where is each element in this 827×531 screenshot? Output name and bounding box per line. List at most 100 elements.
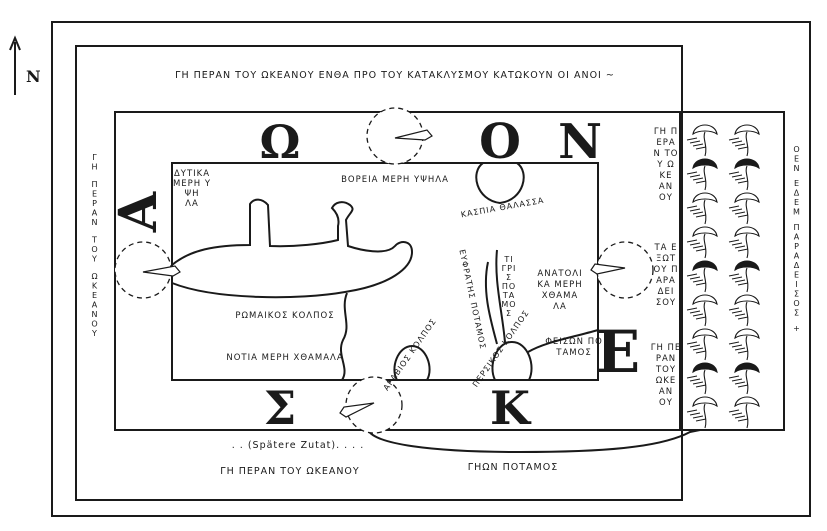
- tree-hatch: [689, 174, 701, 178]
- tree-hatch: [734, 381, 746, 385]
- paradise-band-char: Α: [794, 233, 800, 242]
- north-arrow-icon: [9, 35, 21, 95]
- paradise-band-char: Ο: [793, 299, 800, 308]
- left-band-char: Ν: [92, 310, 99, 319]
- tree-hatch: [689, 310, 701, 314]
- south-region-label: ΝΟΤΙΑ ΜΕΡΗ ΧΘΑΜΑΛΑ: [226, 353, 343, 363]
- tree-hatch: [692, 415, 704, 419]
- tree-hatch: [728, 137, 740, 141]
- tree-crown: [692, 396, 718, 408]
- tree-hatch: [737, 418, 749, 422]
- paradise-box: [681, 111, 785, 431]
- gihon-river: [367, 429, 701, 454]
- tree-trunk: [703, 369, 707, 395]
- ocean-letter-alpha: Α: [108, 191, 169, 233]
- phison-line: ΤΑΜΟΣ: [555, 348, 591, 358]
- tree-hatch: [728, 205, 740, 209]
- tree-hatch: [731, 242, 743, 246]
- east-strip-lower-line: ΟΥ: [659, 398, 673, 408]
- tree-trunk: [703, 301, 707, 327]
- paradise-band-char: Σ: [794, 290, 800, 299]
- known-world-frame: [171, 162, 599, 381]
- paradise-band-char: Ε: [794, 271, 800, 280]
- tree-trunk: [745, 233, 749, 259]
- tree-hatch: [692, 347, 704, 351]
- tree-hatch: [737, 282, 749, 286]
- left-band-char: Κ: [92, 282, 98, 291]
- left-band-char: Ο: [91, 245, 98, 254]
- tree-hatch: [695, 248, 707, 252]
- ocean-letter-sigma: Σ: [264, 381, 297, 435]
- bottom-band-label: ΓΗ ΠΕΡΑΝ ΤΟΥ ΩΚΕΑΝΟΥ: [220, 466, 359, 477]
- paradise-band-char: Ε: [794, 155, 800, 164]
- east-strip-middle-line: ΔΕΙ: [658, 287, 675, 297]
- tree-hatch: [695, 384, 707, 388]
- east-strip-lower-line: ΩΚΕ: [656, 376, 676, 386]
- tree-trunk: [703, 233, 707, 259]
- tree-hatch: [734, 211, 746, 215]
- euphrates-label: ΕΥΦΡΑΤΗΣ ΠΟΤΑΜΟΣ: [457, 249, 487, 351]
- wind-circle-east: [596, 241, 654, 299]
- left-band-char: Υ: [91, 329, 98, 338]
- caspian-label: ΚΑΣΠΙΑ ΘΑΛΑΣΣΑ: [460, 196, 545, 220]
- tree-hatch: [731, 140, 743, 144]
- tree-trunk: [703, 131, 707, 157]
- tigris-line: Σ: [506, 309, 512, 318]
- tree-hatch: [692, 211, 704, 215]
- tree-hatch: [737, 350, 749, 354]
- caspian-sea: [475, 162, 525, 205]
- ocean-letter-epsilon: Ε: [596, 318, 640, 386]
- tree-hatch: [689, 276, 701, 280]
- left-band-char: Α: [92, 209, 98, 218]
- paradise-band-char: Ρ: [794, 242, 800, 251]
- tree-trunk: [703, 165, 707, 191]
- persian-gulf-shape: [491, 340, 533, 381]
- tree-trunk: [745, 403, 749, 429]
- east-strip-middle-line: ΑΡΑ: [656, 276, 676, 286]
- paradise-band-char: +: [793, 324, 801, 333]
- tree-hatch: [695, 146, 707, 150]
- tree-hatch: [695, 316, 707, 320]
- tree-hatch: [686, 171, 698, 175]
- east-strip-lower-line: ΤΟΥ: [655, 365, 676, 375]
- tree-hatch: [728, 273, 740, 277]
- tigris-line: ΤΑ: [502, 291, 515, 300]
- tree-hatch: [686, 273, 698, 277]
- top-band-label: ΓΗ ΠΕΡΑΝ ΤΟΥ ΩΚΕΑΝΟΥ ΕΝΘΑ ΠΡΟ ΤΟΥ ΚΑΤΑΚΛ…: [175, 70, 615, 81]
- tree-hatch: [737, 146, 749, 150]
- tree-hatch: [731, 378, 743, 382]
- west-region-line: ΔΥΤΙΚΑ: [174, 169, 210, 179]
- paradise-band-char: Δ: [794, 189, 800, 198]
- tigris-line: ΠΟ: [502, 282, 516, 291]
- left-band-char: Ν: [92, 218, 99, 227]
- east-strip-upper-line: ΚΕ: [660, 171, 673, 181]
- phison-river: [527, 329, 599, 353]
- east-strip-upper-line: ΑΝ: [659, 182, 673, 192]
- tree-crown: [734, 294, 760, 306]
- tree-hatch: [737, 316, 749, 320]
- tree-hatch: [734, 177, 746, 181]
- roman-gulf-shape: [171, 198, 414, 299]
- tree-hatch: [734, 245, 746, 249]
- tree-crown: [734, 260, 760, 272]
- north-label: N: [26, 67, 41, 86]
- tree-hatch: [737, 214, 749, 218]
- paradise-band-char: Ι: [795, 280, 798, 289]
- tree-trunk: [745, 165, 749, 191]
- tree-hatch: [686, 205, 698, 209]
- tree-hatch: [695, 350, 707, 354]
- east-strip-upper-line: ΓΗ Π: [654, 127, 678, 137]
- tree-hatch: [731, 344, 743, 348]
- tree-hatch: [695, 180, 707, 184]
- tree-hatch: [728, 341, 740, 345]
- east-strip-upper-line: ΕΡΑ: [656, 138, 675, 148]
- tree-hatch: [731, 412, 743, 416]
- tree-crown: [734, 396, 760, 408]
- tree-crown: [734, 158, 760, 170]
- tree-hatch: [686, 375, 698, 379]
- tree-hatch: [686, 137, 698, 141]
- east-region-line: ΑΝΑΤΟΛΙ: [537, 269, 582, 279]
- east-strip-lower-line: ΡΑΝ: [656, 354, 676, 364]
